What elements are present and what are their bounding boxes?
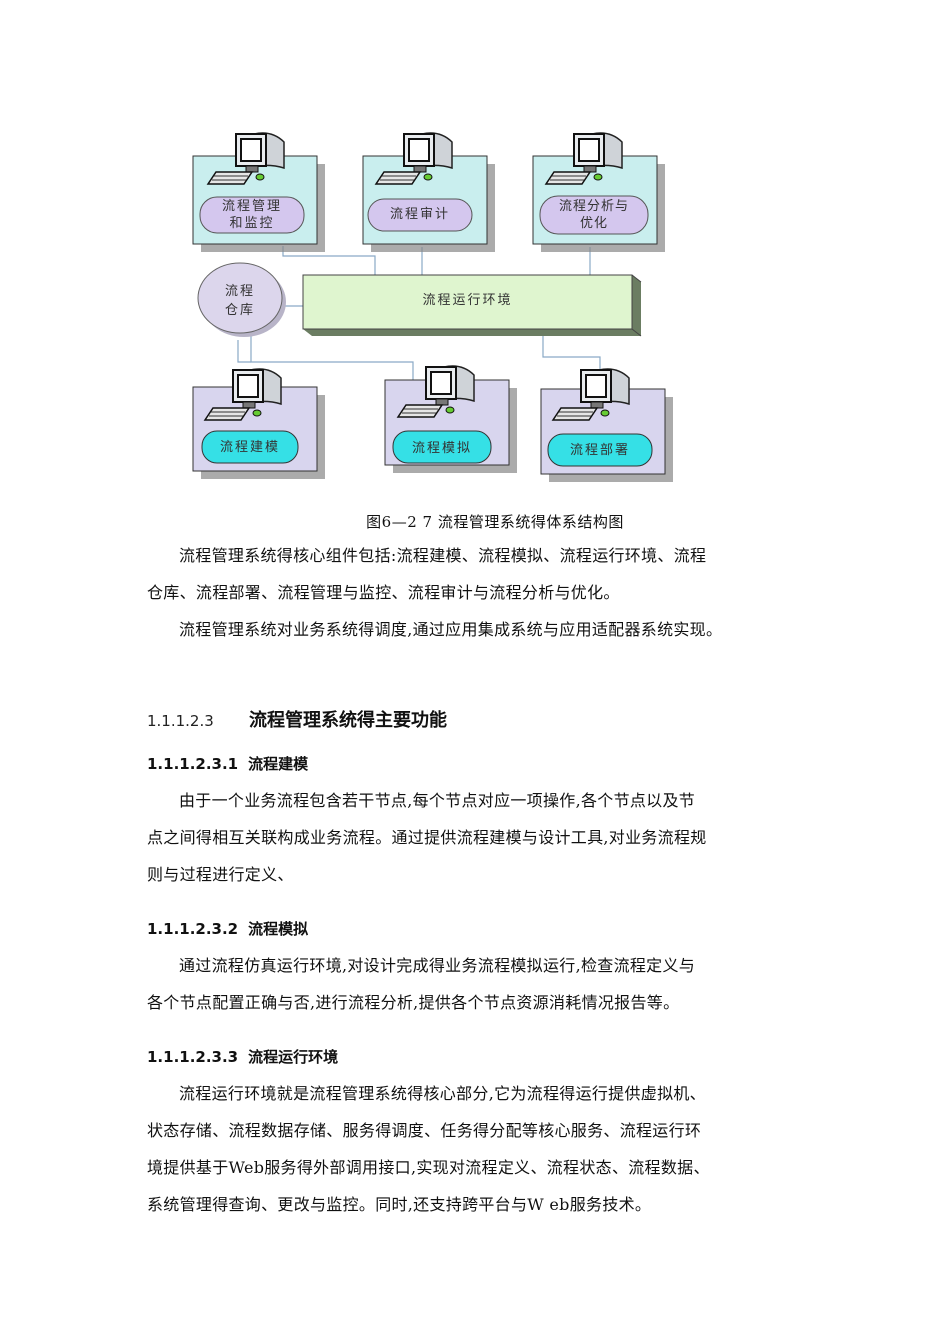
node-runtime-environment bbox=[302, 274, 642, 337]
paragraph-line: 流程管理系统得核心组件包括:流程建模、流程模拟、流程运行环境、流程 bbox=[179, 546, 707, 565]
section-number: 1.1.1.2.3 bbox=[147, 712, 214, 730]
paragraph-line: 各个节点配置正确与否,进行流程分析,提供各个节点资源消耗情况报告等。 bbox=[147, 993, 680, 1012]
paragraph-line: 则与过程进行定义、 bbox=[147, 865, 294, 884]
paragraph-line: 仓库、流程部署、流程管理与监控、流程审计与流程分析与优化。 bbox=[147, 583, 620, 602]
label-process-audit: 流程审计 bbox=[389, 207, 450, 222]
node-process-repository bbox=[197, 262, 286, 337]
subsection-heading-runtime: 1.1.1.2.3.3 流程运行环境 bbox=[147, 1046, 338, 1067]
paragraph-runtime: 流程运行环境就是流程管理系统得核心部分,它为流程得运行提供虚拟机、 状态存储、流… bbox=[147, 1075, 827, 1223]
label-process-deployment: 流程部署 bbox=[569, 443, 630, 458]
node-process-simulation bbox=[384, 365, 517, 473]
subsection-title: 流程运行环境 bbox=[248, 1048, 339, 1066]
node-process-analysis bbox=[532, 132, 665, 252]
figure-caption: 图6—2 7 流程管理系统得体系结构图 bbox=[366, 513, 624, 531]
paragraph-simulation: 通过流程仿真运行环境,对设计完成得业务流程模拟运行,检查流程定义与 各个节点配置… bbox=[147, 947, 827, 1021]
label-process-repository: 流程 仓库 bbox=[224, 284, 255, 318]
paragraph-line: 境提供基于Web服务得外部调用接口,实现对流程定义、流程状态、流程数据、 bbox=[147, 1158, 710, 1177]
subsection-number: 1.1.1.2.3.1 bbox=[147, 755, 239, 773]
node-process-modeling bbox=[192, 368, 325, 479]
paragraph-line: 通过流程仿真运行环境,对设计完成得业务流程模拟运行,检查流程定义与 bbox=[179, 956, 696, 975]
subsection-heading-modeling: 1.1.1.2.3.1 流程建模 bbox=[147, 753, 308, 774]
paragraph-modeling: 由于一个业务流程包含若干节点,每个节点对应一项操作,各个节点以及节 点之间得相互… bbox=[147, 782, 827, 893]
subsection-number: 1.1.1.2.3.3 bbox=[147, 1048, 239, 1066]
paragraph-scheduling: 流程管理系统对业务系统得调度,通过应用集成系统与应用适配器系统实现。 bbox=[179, 620, 723, 639]
section-heading: 1.1.1.2.3 流程管理系统得主要功能 bbox=[147, 706, 447, 732]
label-process-simulation: 流程模拟 bbox=[411, 441, 472, 456]
architecture-diagram bbox=[192, 132, 673, 482]
subsection-title: 流程模拟 bbox=[248, 920, 309, 938]
node-process-monitor bbox=[192, 132, 325, 252]
paragraph-line: 状态存储、流程数据存储、服务得调度、任务得分配等核心服务、流程运行环 bbox=[147, 1121, 702, 1140]
paragraph-line: 流程运行环境就是流程管理系统得核心部分,它为流程得运行提供虚拟机、 bbox=[179, 1084, 706, 1103]
node-process-audit bbox=[362, 132, 495, 252]
subsection-title: 流程建模 bbox=[248, 755, 309, 773]
label-process-analysis: 流程分析与 优化 bbox=[558, 199, 629, 231]
paragraph-line: 系统管理得查询、更改与监控。同时,还支持跨平台与W eb服务技术。 bbox=[147, 1195, 652, 1214]
label-process-monitor: 流程管理 和监控 bbox=[221, 199, 282, 231]
paragraph-line: 由于一个业务流程包含若干节点,每个节点对应一项操作,各个节点以及节 bbox=[179, 791, 696, 810]
subsection-number: 1.1.1.2.3.2 bbox=[147, 920, 239, 938]
label-process-modeling: 流程建模 bbox=[219, 440, 280, 455]
paragraph-line: 点之间得相互关联构成业务流程。通过提供流程建模与设计工具,对业务流程规 bbox=[147, 828, 707, 847]
paragraph-core-components: 流程管理系统得核心组件包括:流程建模、流程模拟、流程运行环境、流程 仓库、流程部… bbox=[147, 537, 827, 611]
section-title: 流程管理系统得主要功能 bbox=[249, 710, 447, 731]
node-process-deployment bbox=[540, 368, 673, 482]
label-runtime-environment: 流程运行环境 bbox=[422, 293, 513, 308]
subsection-heading-simulation: 1.1.1.2.3.2 流程模拟 bbox=[147, 918, 308, 939]
